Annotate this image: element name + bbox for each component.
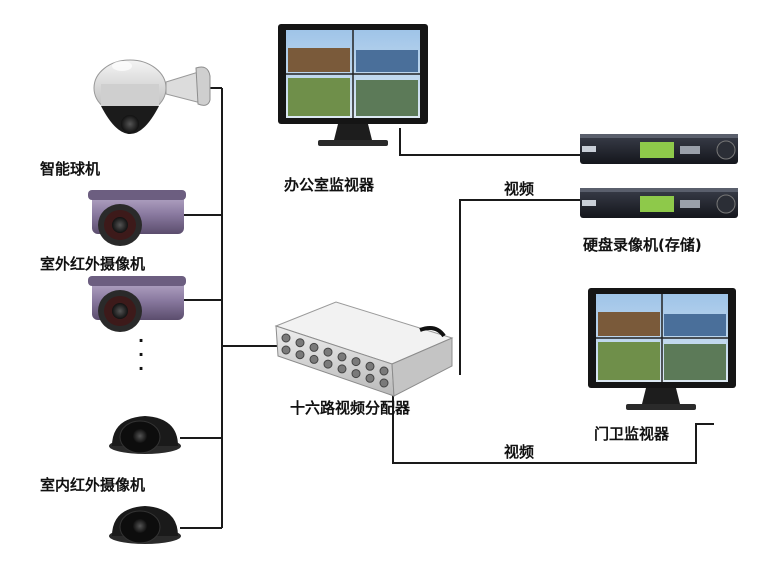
gate-monitor-label: 门卫监视器: [594, 425, 670, 443]
office-monitor-to-dvr-link: [399, 128, 582, 156]
office-monitor-icon: [278, 24, 428, 146]
video-link-label-bottom: 视频: [504, 443, 535, 461]
splitter-ports: [281, 333, 389, 388]
bnc-port-icon: [323, 359, 333, 369]
bnc-port-icon: [351, 369, 361, 379]
video-splitter-label: 十六路视频分配器: [290, 399, 411, 417]
indoor-ir-camera-icon: [109, 506, 181, 544]
bnc-port-icon: [281, 333, 291, 343]
outdoor-ir-camera-icon: [88, 190, 186, 246]
bnc-port-icon: [295, 338, 305, 348]
bnc-port-icon: [337, 364, 347, 374]
bnc-port-icon: [379, 378, 389, 388]
bnc-port-icon: [351, 357, 361, 367]
video-splitter-icon: [274, 301, 454, 397]
camera-list-ellipsis: · · ·: [138, 331, 145, 378]
video-link-label-top: 视频: [504, 180, 535, 198]
indoor-ir-camera-icon: [109, 416, 181, 454]
bnc-port-icon: [281, 345, 291, 355]
splitter-to-dvr-video-link: [459, 199, 582, 375]
bnc-port-icon: [309, 342, 319, 352]
bnc-port-icon: [365, 361, 375, 371]
indoor-ir-camera-label: 室内红外摄像机: [40, 476, 146, 494]
splitter-to-gate-monitor-video-link: [392, 388, 714, 464]
bnc-port-icon: [337, 352, 347, 362]
smart-dome-camera-icon: [93, 59, 211, 134]
bnc-port-icon: [309, 354, 319, 364]
bnc-port-icon: [365, 373, 375, 383]
outdoor-ir-camera-label: 室外红外摄像机: [40, 255, 146, 273]
gate-monitor-icon: [588, 288, 736, 410]
office-monitor-label: 办公室监视器: [284, 176, 375, 194]
outdoor-ir-camera-icon: [88, 276, 186, 332]
dvr-icon: [580, 134, 738, 218]
bnc-port-icon: [379, 366, 389, 376]
smart-dome-camera-label: 智能球机: [40, 160, 101, 178]
bnc-port-icon: [323, 347, 333, 357]
dvr-label: 硬盘录像机(存储): [583, 236, 702, 254]
bnc-port-icon: [295, 350, 305, 360]
